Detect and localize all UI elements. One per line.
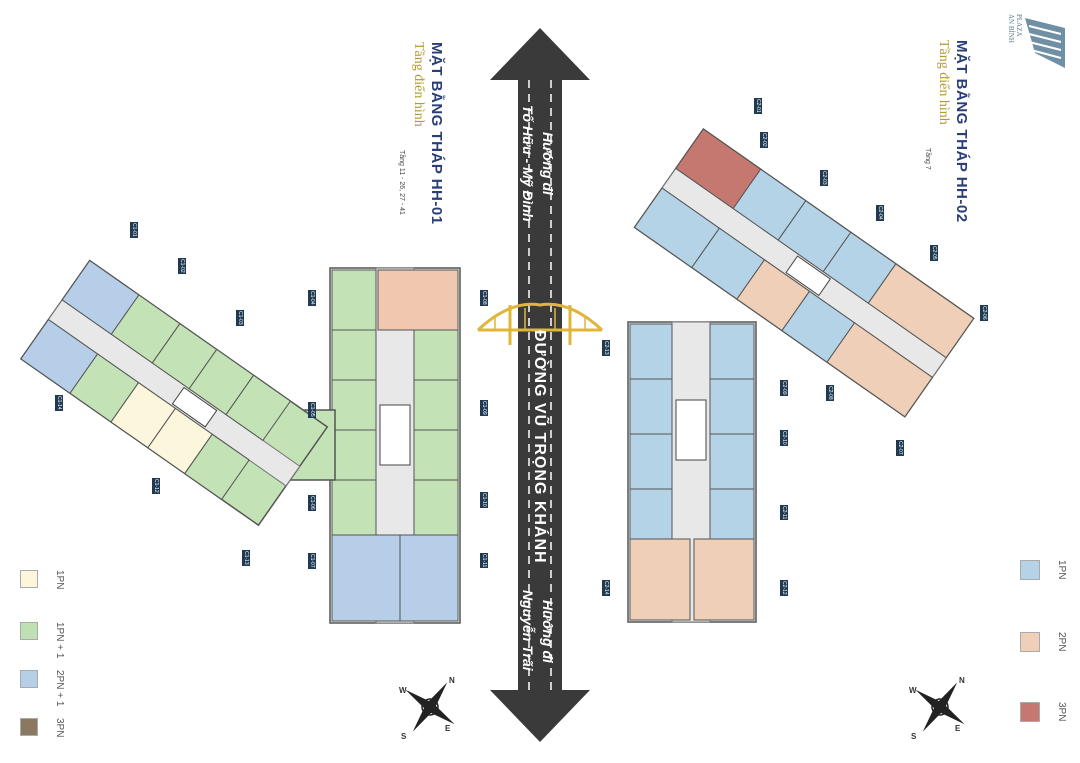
- right-vertical-wing: [627, 321, 757, 623]
- unit-tag: C2-03: [820, 170, 828, 186]
- unit-tag: C2-05: [930, 245, 938, 261]
- logo: AN BÌNH PLAZA: [1005, 8, 1070, 78]
- compass-icon: [915, 682, 965, 732]
- unit-tag: C2-02: [760, 132, 768, 148]
- compass-s: S: [401, 732, 407, 741]
- right-plan-floors: Tầng 7: [924, 148, 931, 170]
- legend-label: 3PN: [1056, 702, 1067, 722]
- unit-tag: C2-06: [980, 305, 988, 321]
- right-plan-subtitle: Tầng điển hình: [936, 40, 951, 125]
- left-plan-title: MẶT BẰNG THÁP HH-01: [428, 42, 445, 225]
- legend-label: 1PN + 1: [54, 622, 65, 659]
- left-plan-subtitle: Tầng điển hình: [411, 42, 426, 127]
- unit-tag: C2-09: [780, 380, 788, 396]
- direction-top-line2: Tố Hữu - Mỹ Đình: [520, 105, 536, 222]
- legend-label: 2PN + 1: [54, 670, 65, 707]
- compass-right: N S E W: [905, 672, 975, 742]
- left-legend: 1PN 1PN + 1 2PN + 1 3PN: [20, 570, 80, 750]
- street-name: ĐƯỜNG VŨ TRỌNG KHÁNH: [531, 330, 548, 564]
- compass-n: N: [449, 676, 455, 685]
- direction-bottom-line2: Nguyễn Trãi: [520, 590, 536, 671]
- compass-n: N: [959, 676, 965, 685]
- unit-tag: C1-06: [308, 495, 316, 511]
- legend-label: 1PN: [54, 570, 65, 590]
- compass-e: E: [955, 724, 961, 733]
- legend-item: 2PN: [1020, 632, 1067, 652]
- compass-icon: [405, 682, 455, 732]
- right-plan-title: MẶT BẰNG THÁP HH-02: [953, 40, 970, 223]
- unit-tag: C2-12: [780, 580, 788, 596]
- unit-tag: C2-10: [780, 430, 788, 446]
- legend-label: 1PN: [1056, 560, 1067, 580]
- unit-tag: C1-08: [480, 290, 488, 306]
- unit-tag: C2-07: [896, 440, 904, 456]
- unit-tag: C2-11: [780, 505, 788, 521]
- legend-swatch: [1020, 702, 1040, 722]
- legend-swatch: [20, 718, 38, 736]
- direction-top-line1: Hướng đi: [540, 132, 556, 195]
- direction-bottom-line1: Hướng đi: [540, 600, 556, 663]
- unit-tag: C1-03: [236, 310, 244, 326]
- unit-tag: C2-01: [754, 98, 762, 114]
- legend-swatch: [1020, 632, 1040, 652]
- legend-item: 2PN + 1: [20, 670, 65, 706]
- unit-tag: C1-11: [480, 553, 488, 569]
- left-vertical-wing: [329, 267, 461, 624]
- unit-tag: C1-13: [242, 550, 250, 566]
- legend-swatch: [20, 670, 38, 688]
- logo-mark-icon: [1025, 18, 1065, 68]
- right-legend: 1PN 2PN 3PN: [1020, 560, 1080, 750]
- compass-left: N S E W: [395, 672, 465, 742]
- legend-item: 1PN + 1: [20, 622, 65, 658]
- logo-line1: AN BÌNH: [1007, 14, 1015, 43]
- unit-tag: C2-08: [826, 385, 834, 401]
- right-diagonal-wing: [633, 128, 975, 418]
- left-diagonal-wing: [19, 259, 329, 527]
- compass-s: S: [911, 732, 917, 741]
- legend-item: 3PN: [1020, 702, 1067, 722]
- compass-w: W: [909, 686, 917, 695]
- unit-tag: C1-09: [480, 400, 488, 416]
- logo-line2: PLAZA: [1015, 14, 1023, 37]
- unit-tag: C2-04: [876, 205, 884, 221]
- legend-label: 3PN: [54, 718, 65, 738]
- unit-tag: C1-12: [152, 478, 160, 494]
- compass-w: W: [399, 686, 407, 695]
- unit-tag: C1-05: [308, 402, 316, 418]
- left-plan-floors: Tầng 11 - 26, 27 - 41: [398, 150, 405, 215]
- unit-tag: C1-14: [55, 395, 63, 411]
- legend-item: 1PN: [1020, 560, 1067, 580]
- unit-tag: C1-01: [130, 222, 138, 238]
- compass-e: E: [445, 724, 451, 733]
- legend-swatch: [20, 622, 38, 640]
- unit-tag: C1-10: [480, 492, 488, 508]
- unit-tag: C2-14: [602, 580, 610, 596]
- unit-tag: C1-07: [308, 553, 316, 569]
- unit-tag: C1-02: [178, 258, 186, 274]
- legend-swatch: [20, 570, 38, 588]
- road-arrow: [490, 28, 590, 742]
- unit-tag: C1-04: [308, 290, 316, 306]
- unit-tag: C2-13: [602, 340, 610, 356]
- legend-swatch: [1020, 560, 1040, 580]
- legend-item: 3PN: [20, 718, 65, 737]
- legend-item: 1PN: [20, 570, 65, 589]
- bridge-icon: [476, 302, 604, 345]
- legend-label: 2PN: [1056, 632, 1067, 652]
